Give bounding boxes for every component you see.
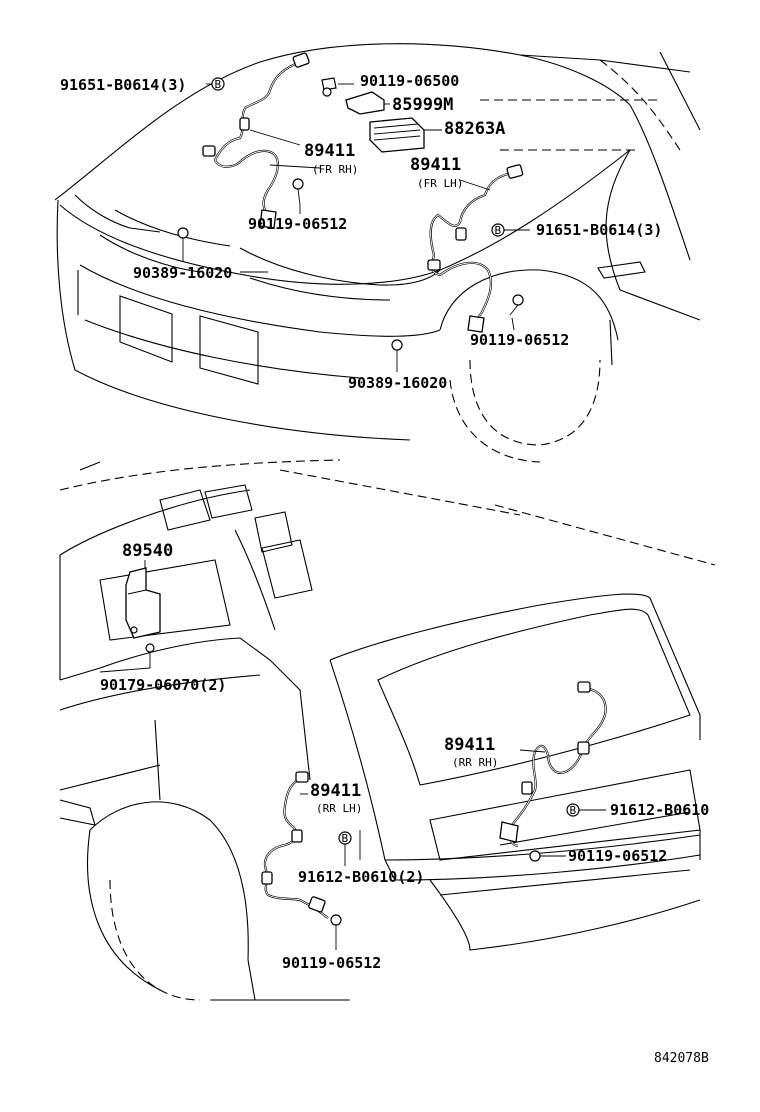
rear-right-speed-sensor: B	[499, 681, 607, 862]
bolt-icon	[330, 914, 342, 926]
part-number-89411-rr-lh: 89411	[310, 781, 361, 801]
bolt-icon	[292, 178, 304, 190]
clip-marker: B	[495, 224, 502, 237]
part-number-90389-16020-b: 90389-16020	[348, 374, 447, 392]
part-number-91612-b0610-right: 91612-B0610	[610, 801, 709, 819]
abs-computer	[125, 560, 161, 668]
sensor-position-rr-lh: (RR LH)	[316, 802, 362, 815]
front-right-speed-sensor: B	[202, 52, 310, 229]
clip-marker: B	[570, 804, 577, 817]
part-number-90119-06512-d: 90119-06512	[282, 954, 381, 972]
clip-marker: B	[215, 78, 222, 91]
part-number-85999m: 85999M	[392, 95, 453, 115]
part-number-90119-06500: 90119-06500	[360, 72, 459, 90]
part-number-88263a: 88263A	[444, 119, 505, 139]
part-number-89411-fr-lh: 89411	[410, 155, 461, 175]
bolt-icon	[529, 850, 541, 862]
part-number-91651-b0614-right: 91651-B0614(3)	[536, 221, 662, 239]
part-number-91612-b0610-left: 91612-B0610(2)	[298, 868, 424, 886]
part-number-89540: 89540	[122, 541, 173, 561]
rear-left-speed-sensor: B	[261, 771, 352, 926]
part-number-90119-06512-a: 90119-06512	[248, 215, 347, 233]
relay-and-bracket	[321, 77, 425, 153]
bolt-icon	[512, 294, 524, 306]
sensor-position-fr-rh: (FR RH)	[312, 163, 358, 176]
top-leader-lines	[182, 83, 660, 372]
part-number-90389-16020-a: 90389-16020	[133, 264, 232, 282]
part-number-89411-fr-rh: 89411	[304, 141, 355, 161]
bottom-leader-lines	[99, 667, 606, 950]
clip-marker: B	[342, 832, 349, 845]
sensor-position-fr-lh: (FR LH)	[417, 177, 463, 190]
part-number-90119-06512-c: 90119-06512	[568, 847, 667, 865]
part-number-90179-06070: 90179-06070(2)	[100, 676, 226, 694]
front-left-speed-sensor: B	[427, 164, 524, 333]
front-car-outline	[54, 43, 701, 463]
part-number-90119-06512-b: 90119-06512	[470, 331, 569, 349]
drawing-reference-number: 842078B	[654, 1051, 709, 1066]
rear-car-outline	[59, 459, 716, 1001]
bolt-icon	[145, 643, 155, 653]
clip-icon	[177, 227, 189, 239]
part-number-89411-rr-rh: 89411	[444, 735, 495, 755]
part-number-91651-b0614-left: 91651-B0614(3)	[60, 76, 186, 94]
sensor-position-rr-rh: (RR RH)	[452, 756, 498, 769]
clip-icon	[391, 339, 403, 351]
